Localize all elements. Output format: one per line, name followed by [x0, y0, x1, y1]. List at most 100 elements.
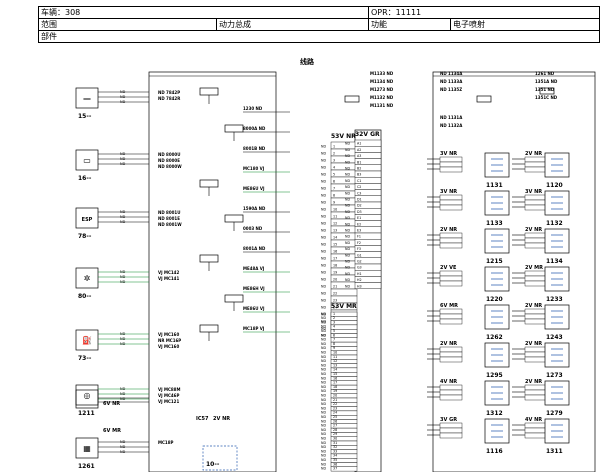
connector-53v-mr-pin-tag: ND — [321, 398, 326, 402]
connector-53v-nr-pin-label: 10 — [333, 208, 337, 212]
connector-53v-nr-pin-label: 24 — [333, 306, 337, 310]
connector-53v-mr-pin-tag: ND — [321, 325, 326, 329]
right-connector-pin — [524, 346, 548, 353]
right-connector-pin — [439, 270, 463, 277]
left-wire-label: VJ MC142 — [158, 270, 179, 275]
connector-32v-gr-pin-label: H3 — [357, 284, 362, 288]
right-component-box — [484, 228, 510, 254]
mid-wire-label: 8001B ND — [243, 146, 266, 151]
connector-32v-gr-pin-tag: ND — [345, 185, 350, 189]
right-component-symbol — [551, 196, 563, 210]
scope-label: 范围 — [39, 19, 217, 30]
relay-box — [199, 324, 219, 333]
connector-53v-mr-pin-tag: ND — [321, 333, 326, 337]
connector-53v-mr-pin-tag: ND — [321, 359, 326, 363]
connector-53v-mr-pin-tag: ND — [321, 411, 326, 415]
connector-53v-nr-pin-label: 3 — [333, 159, 335, 163]
connector-53v-nr-pin-tag: ND — [321, 201, 326, 205]
left-wire-label: VJ MC121 — [158, 399, 179, 404]
right-connector-pin — [524, 356, 548, 363]
right-component-symbol — [551, 348, 563, 362]
right-connector-pin — [439, 161, 463, 168]
left-wire-label: ND 8001E — [158, 216, 180, 221]
connector-32v-gr-pin-tag: ND — [345, 284, 350, 288]
connector-53v-mr-pin-label: 13 — [333, 363, 337, 367]
connector-32v-gr-pin-label: D3 — [357, 210, 362, 214]
header-row-parts: 部件 — [39, 31, 599, 43]
left-wire-label: ND 7842R — [158, 96, 180, 101]
right-component-label: 1273 — [546, 372, 563, 379]
connector-32v-gr-pin-tag: ND — [345, 266, 350, 270]
bottom-component-label: 10-- — [206, 461, 220, 468]
right-connector-pin — [524, 384, 548, 391]
connector-32v-gr-pin-tag: ND — [345, 179, 350, 183]
mid-wire-label: 1590A ND — [243, 206, 266, 211]
right-connector-title: 2V NR — [525, 341, 542, 347]
connector-32v-gr-pin-tag: ND — [345, 235, 350, 239]
left-wire-label: ND 8000U — [158, 152, 180, 157]
right-connector-pin — [524, 161, 548, 168]
connector-53v-mr-pin-tag: ND — [321, 351, 326, 355]
connector-53v-mr-pin-tag: ND — [321, 437, 326, 441]
connector-32v-gr-pin-tag: ND — [345, 160, 350, 164]
connector-53v-nr-pin-tag: ND — [321, 292, 326, 296]
right-connector-pin — [524, 199, 548, 206]
relay-box — [199, 87, 219, 96]
right-connector-pin — [439, 351, 463, 358]
connector-53v-nr-pin-tag: ND — [321, 222, 326, 226]
connector-53v-mr-pin-tag: ND — [321, 419, 326, 423]
right-connector-pin — [439, 308, 463, 315]
right-connector-pin — [439, 427, 463, 434]
connector-53v-nr-pin-tag: ND — [321, 166, 326, 170]
connector-53v-mr-pin-tag: ND — [321, 342, 326, 346]
connector-32v-gr-pin-tag: ND — [345, 278, 350, 282]
left-wire-tag: ND — [120, 90, 126, 94]
right-connector-pin — [439, 356, 463, 363]
right-connector-title: 2V NR — [525, 303, 542, 309]
right-connector-title: 4V NR — [440, 379, 457, 385]
right-connector-title: 2V NR — [440, 227, 457, 233]
connector-53v-mr-pin-tag: ND — [321, 406, 326, 410]
left-wire-label: VJ MC160 — [158, 344, 179, 349]
left-component-glyph: ▭ — [83, 156, 91, 165]
connector-32v-gr-pin-label: C3 — [357, 191, 361, 195]
connector-53v-nr-pin-label: 5 — [333, 173, 335, 177]
connector-53v-nr-pin-label: 14 — [333, 236, 337, 240]
left-wire-tag: ND — [120, 95, 126, 99]
right-component-symbol — [491, 386, 503, 400]
connector-32v-gr-pin-label: C2 — [357, 185, 361, 189]
connector-32v-gr-pin-tag: ND — [345, 216, 350, 220]
connector-53v-nr-pin-label: 11 — [333, 215, 337, 219]
right-component-label: 1243 — [546, 334, 563, 341]
left-wire-tag: ND — [120, 397, 126, 401]
top-wire-label: ND 1135Z — [440, 87, 462, 92]
right-component-symbol — [491, 424, 503, 438]
connector-53v-mr-pin-tag: ND — [321, 329, 326, 333]
connector-53v-mr-pin-tag: ND — [321, 385, 326, 389]
left-wire-tag: ND — [120, 270, 126, 274]
right-connector-pin — [524, 280, 548, 287]
left-component-label: 80-- — [78, 293, 92, 300]
left-wire-tag: ND — [120, 440, 126, 444]
mid-wire-label: 0003 ND — [243, 226, 263, 231]
right-component-label: 1262 — [486, 334, 503, 341]
connector-32v-gr-pin-label: E1 — [357, 216, 361, 220]
connector-53v-mr-pin-tag: ND — [321, 346, 326, 350]
top-wire-label: M1273 ND — [370, 87, 394, 92]
connector-32v-gr-pin-label: A2 — [357, 148, 361, 152]
right-component-box — [544, 266, 570, 292]
right-connector-pin — [439, 199, 463, 206]
connector-32v-gr-pin-tag: ND — [345, 191, 350, 195]
right-component-symbol — [551, 424, 563, 438]
left-component-label: 16-- — [78, 175, 92, 182]
left-wire-tag: ND — [120, 215, 126, 219]
connector-53v-nr-pin-tag: ND — [321, 194, 326, 198]
right-connector-pin — [524, 422, 548, 429]
connector-32v-gr-pin-label: B3 — [357, 173, 361, 177]
left-component-box — [75, 329, 99, 351]
right-connector-pin — [524, 237, 548, 244]
connector-53v-mr-pin-tag: ND — [321, 449, 326, 453]
right-component-symbol — [551, 310, 563, 324]
connector-53v-mr-pin-tag: ND — [321, 320, 326, 324]
connector-53v-mr-pin-label: 27 — [333, 424, 337, 428]
